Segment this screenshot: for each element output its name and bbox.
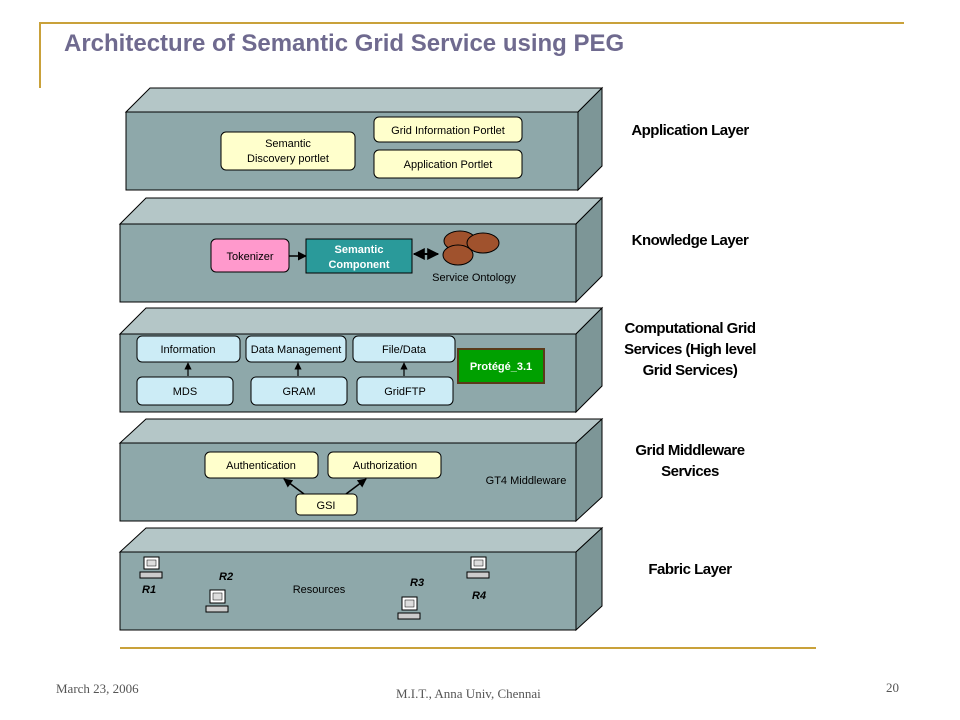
r2-label: R2 xyxy=(219,571,233,583)
computational-label-line3: Grid Services) xyxy=(642,362,738,379)
gridftp-box xyxy=(356,376,454,406)
footer-date: March 23, 2006 xyxy=(56,681,139,696)
title-accent-vertical xyxy=(39,22,41,88)
gsi-box xyxy=(295,493,358,516)
data-management-box xyxy=(245,335,347,363)
knowledge-layer-label: Knowledge Layer xyxy=(605,230,775,251)
tokenizer-label: Tokenizer xyxy=(226,251,273,263)
computational-label-line1: Computational Grid xyxy=(624,320,757,337)
computational-slab-top xyxy=(118,307,604,335)
semantic-component-line1: Semantic xyxy=(335,244,384,256)
application-layer-slab: Semantic Discovery portlet Grid Informat… xyxy=(124,86,604,192)
protege-label: Protégé_3.1 xyxy=(470,361,532,373)
gsi-label: GSI xyxy=(317,500,336,512)
mds-box xyxy=(136,376,234,406)
r1-label: R1 xyxy=(142,584,156,596)
file-data-box xyxy=(352,335,456,363)
fabric-layer-label-text: Fabric Layer xyxy=(648,561,732,578)
r3-label: R3 xyxy=(410,577,424,589)
gram-label: GRAM xyxy=(283,386,316,398)
bottom-accent-line xyxy=(120,647,816,649)
computational-label-line2: Services (High level xyxy=(624,341,756,358)
middleware-layer-slab: Authentication Authorization GSI GT4 Mid… xyxy=(118,417,604,523)
footer-institution: M.I.T., Anna Univ, Chennai xyxy=(396,686,541,701)
knowledge-layer-slab: Tokenizer Semantic Component Service Ont… xyxy=(118,196,604,304)
gt4-middleware-label: GT4 Middleware xyxy=(486,475,567,487)
gram-box xyxy=(250,376,348,406)
semantic-discovery-line1: Semantic xyxy=(265,138,311,150)
fabric-slab-front xyxy=(119,551,577,631)
semantic-discovery-portlet-box xyxy=(220,131,356,171)
authentication-box xyxy=(204,451,319,479)
middleware-slab-top xyxy=(118,418,604,444)
page-number: 20 xyxy=(886,680,899,695)
information-label: Information xyxy=(160,344,215,356)
middleware-label-line1: Grid Middleware xyxy=(635,442,745,459)
resources-label: Resources xyxy=(293,584,346,596)
slide-title: Architecture of Semantic Grid Service us… xyxy=(64,30,625,57)
gsi-to-authorization-arrow xyxy=(345,478,367,495)
data-management-label: Data Management xyxy=(251,344,342,356)
application-slab-top xyxy=(124,87,604,113)
middleware-layer-label: Grid Middleware Services xyxy=(605,440,775,482)
file-data-label: File/Data xyxy=(382,344,427,356)
service-ontology-label: Service Ontology xyxy=(432,272,516,284)
information-box xyxy=(136,335,241,363)
semantic-discovery-line2: Discovery portlet xyxy=(247,153,329,165)
application-layer-label-text: Application Layer xyxy=(631,122,749,139)
application-portlet-box xyxy=(373,149,523,179)
grid-information-portlet-box xyxy=(373,116,523,143)
mds-label: MDS xyxy=(173,386,197,398)
application-layer-label: Application Layer xyxy=(605,120,775,141)
authorization-label: Authorization xyxy=(353,460,417,472)
fabric-layer-slab: R1 R2 Resources R3 R4 xyxy=(118,526,604,632)
computer-icon-r1 xyxy=(139,556,163,579)
protege-box xyxy=(457,348,545,384)
middleware-label-line2: Services xyxy=(661,463,719,480)
authorization-box xyxy=(327,451,442,479)
computer-icon-r3 xyxy=(397,596,421,620)
application-portlet-label: Application Portlet xyxy=(404,159,493,171)
computer-icon-r2 xyxy=(205,589,229,613)
semantic-component-box xyxy=(305,238,413,274)
fabric-layer-label: Fabric Layer xyxy=(605,559,775,580)
authentication-label: Authentication xyxy=(226,460,296,472)
computer-icon-r4 xyxy=(466,556,490,579)
gsi-to-authentication-arrow xyxy=(283,478,305,495)
grid-information-portlet-label: Grid Information Portlet xyxy=(391,125,505,137)
computational-layer-label: Computational Grid Services (High level … xyxy=(605,318,775,381)
title-accent-horizontal xyxy=(40,22,904,24)
computational-layer-slab: Information Data Management File/Data MD… xyxy=(118,306,604,414)
knowledge-layer-label-text: Knowledge Layer xyxy=(631,232,749,249)
knowledge-slab-top xyxy=(118,197,604,225)
r4-label: R4 xyxy=(472,590,486,602)
gridftp-label: GridFTP xyxy=(384,386,426,398)
fabric-slab-top xyxy=(118,527,604,553)
service-ontology-icon xyxy=(442,230,500,266)
semantic-component-line2: Component xyxy=(328,259,389,271)
